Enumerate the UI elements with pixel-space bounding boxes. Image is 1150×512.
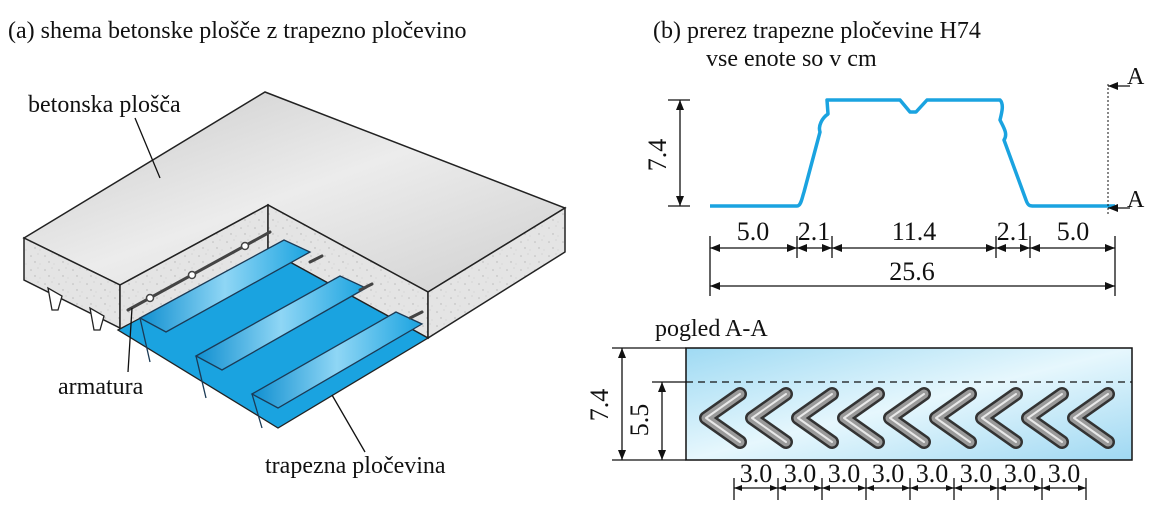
- width-label: 5.0: [1057, 217, 1090, 246]
- rebar-stub: [308, 254, 324, 264]
- deck-rib-edge: [251, 393, 263, 429]
- embossment: [981, 393, 1017, 443]
- width-arrowheads: [710, 244, 1115, 290]
- rib-spacing-label: 3.0: [740, 459, 773, 488]
- embossment: [843, 393, 879, 443]
- leader-deck: [331, 394, 366, 453]
- embossments: [699, 387, 1115, 449]
- rib-spacing-label: 3.0: [1004, 459, 1037, 488]
- height-arrow-bottom: [676, 196, 684, 206]
- rib-spacing-arrows: [734, 485, 1086, 491]
- width-label: 5.0: [737, 217, 770, 246]
- rebar-ties: [145, 241, 250, 303]
- slab-drawing: [22, 91, 567, 453]
- view-aa-height-arrows: [618, 348, 666, 460]
- deck-rib: [250, 311, 424, 409]
- leader-slab: [134, 117, 161, 179]
- height-arrow-top: [676, 100, 684, 110]
- rebar-stub: [408, 310, 424, 320]
- view-aa-height-dims: [612, 347, 686, 461]
- embossment: [889, 393, 925, 443]
- rib-spacing-label: 3.0: [784, 459, 817, 488]
- rib-spacing-label: 3.0: [916, 459, 949, 488]
- embossment: [1027, 393, 1063, 443]
- width-label: 2.1: [798, 217, 831, 246]
- embossment: [797, 393, 833, 443]
- embossment: [705, 393, 741, 443]
- height-label: 7.4: [643, 139, 672, 172]
- section-mark-top: A: [1127, 64, 1145, 90]
- slab-right-face: [427, 206, 566, 340]
- total-width-label: 25.6: [889, 257, 935, 286]
- deck-rib-edge: [195, 355, 207, 399]
- width-label: 2.1: [997, 217, 1030, 246]
- view-aa-height-total: 7.4: [585, 389, 614, 422]
- width-label: 11.4: [892, 217, 937, 246]
- label-rebar: armatura: [58, 374, 144, 400]
- embossment: [935, 393, 971, 443]
- view-aa-height-ribs: 5.5: [625, 404, 654, 437]
- panel-a-title: (a) shema betonske plošče z trapezno plo…: [8, 18, 466, 44]
- panel-b-subtitle: vse enote so v cm: [706, 46, 877, 72]
- deck-rib: [138, 239, 312, 333]
- label-deck: trapezna pločevina: [265, 453, 446, 479]
- rebar-stub: [358, 282, 374, 292]
- deck-profile: [710, 98, 1115, 208]
- slab-rib-notch: [47, 286, 105, 331]
- section-arrowhead-top: [1108, 82, 1118, 90]
- rib-spacing-label: 3.0: [960, 459, 993, 488]
- rib-spacing-label: 3.0: [1048, 459, 1081, 488]
- label-slab: betonska plošča: [28, 92, 181, 118]
- embossment: [1073, 393, 1109, 443]
- embossment: [751, 393, 787, 443]
- view-aa-title: pogled A-A: [655, 316, 768, 342]
- panel-b-title: (b) prerez trapezne pločevine H74: [653, 18, 981, 44]
- deck-ribs: [138, 239, 424, 429]
- section-arrowhead-bottom: [1108, 204, 1118, 212]
- height-dimension: [668, 99, 690, 207]
- section-mark-bottom: A: [1127, 187, 1145, 213]
- rib-spacing-label: 3.0: [872, 459, 905, 488]
- leader-rebar: [127, 307, 133, 373]
- rib-spacing-label: 3.0: [828, 459, 861, 488]
- deck-rib-edge: [139, 317, 151, 363]
